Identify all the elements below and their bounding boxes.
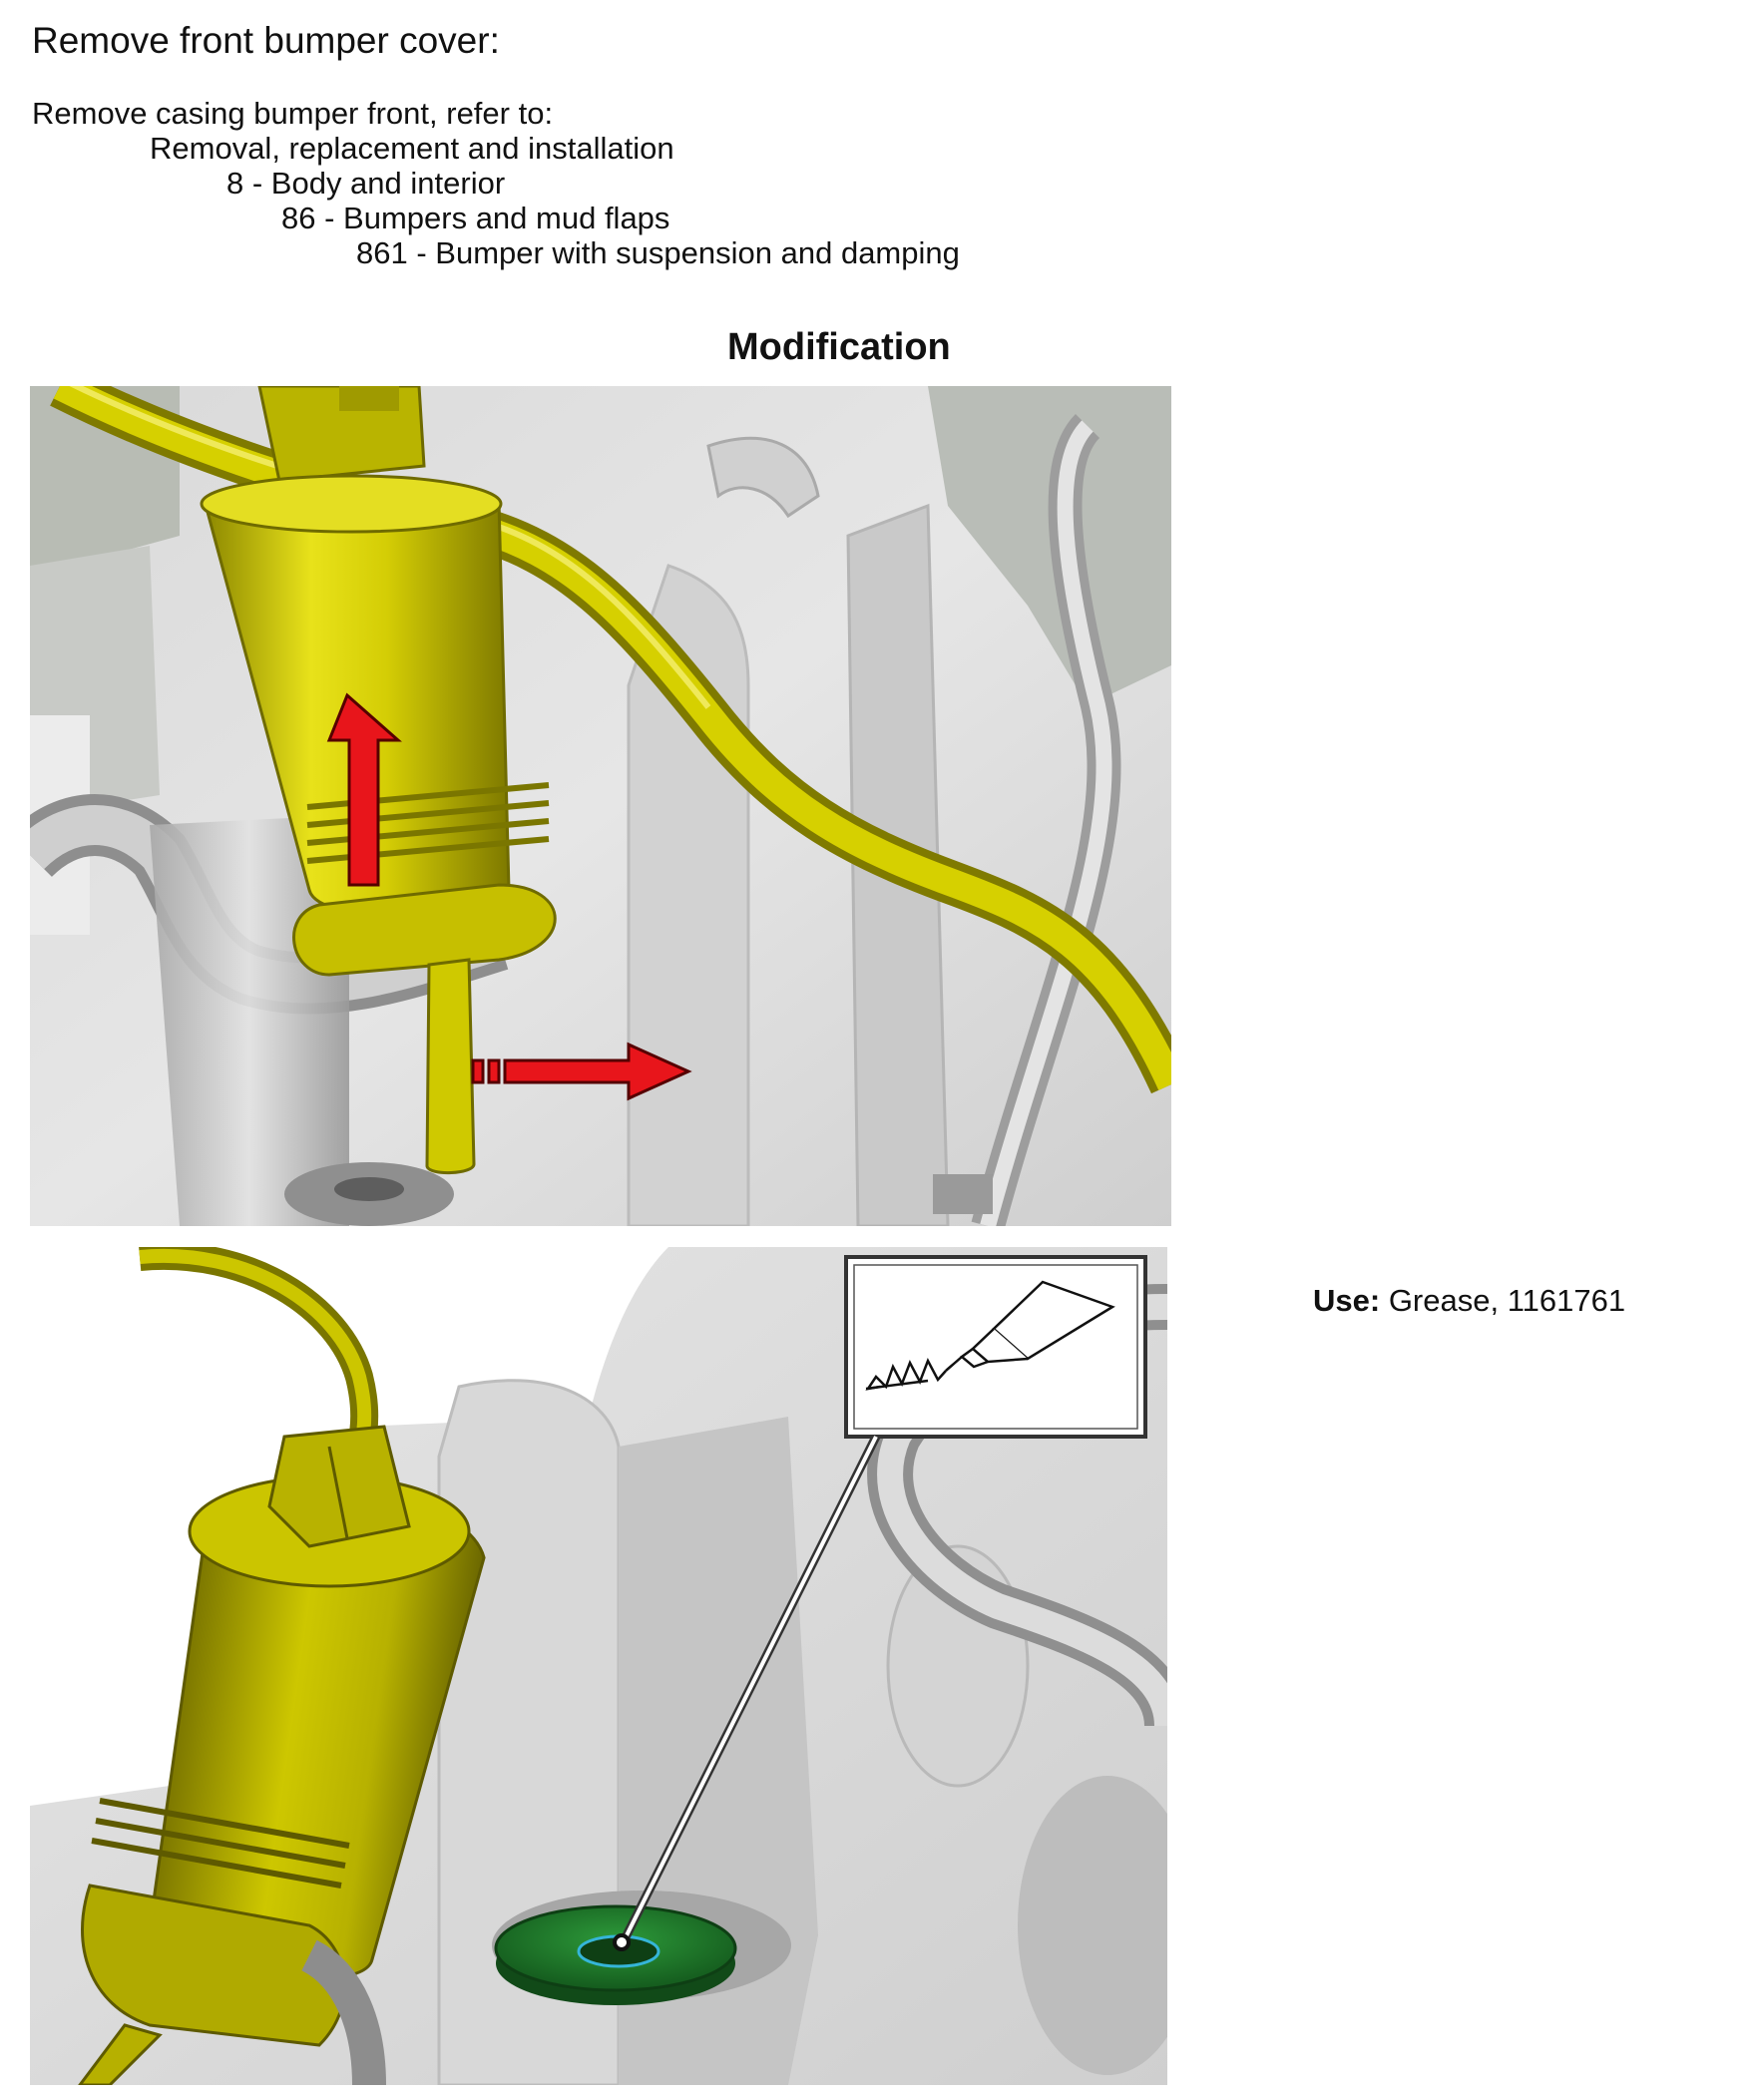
reference-level-4: 861 - Bumper with suspension and damping xyxy=(356,235,960,270)
use-grease-note: Use: Grease, 1161761 xyxy=(1313,1281,1625,1321)
illustration-grease-seal xyxy=(30,1247,1167,2085)
figure-caption: Modification xyxy=(727,326,951,368)
reference-intro: Remove casing bumper front, refer to: xyxy=(32,96,554,131)
page-heading: Remove front bumper cover: xyxy=(32,20,500,61)
up-arrow-icon xyxy=(326,692,402,887)
right-arrow-icon xyxy=(471,1042,692,1101)
use-label: Use: xyxy=(1313,1283,1381,1318)
reference-level-2: 8 - Body and interior xyxy=(226,166,506,201)
reference-level-1: Removal, replacement and installation xyxy=(150,131,674,166)
illustration-washer-pump-removal xyxy=(30,386,1171,1226)
use-value: Grease, 1161761 xyxy=(1380,1283,1626,1318)
grease-tube-icon xyxy=(865,1280,1115,1391)
reference-level-3: 86 - Bumpers and mud flaps xyxy=(281,201,670,235)
